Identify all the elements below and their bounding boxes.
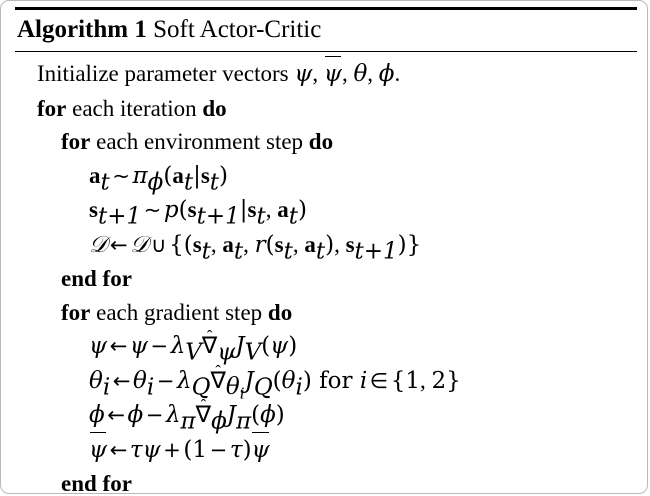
algorithm-line-buffer-update: 𝒟←𝒟∪{(st, at, r(st, at), st+1)} <box>89 231 422 264</box>
symbol-psi-bar: ψ <box>324 56 342 92</box>
algorithm-line-update-theta: θi←θi−λQ̂∇θiJQ(θi) for i∈{1, 2} <box>15 364 637 401</box>
symbol-theta: θ <box>353 61 368 87</box>
symbol-reward: r <box>254 231 266 258</box>
algorithm-title: Algorithm 1 Soft Actor-Critic <box>15 10 637 51</box>
keyword-end-for: end for <box>61 266 132 291</box>
symbol-nabla-hat: ̂∇ <box>195 402 212 428</box>
keyword-for: for <box>37 95 67 121</box>
symbol-phi: ϕ <box>378 61 395 87</box>
symbol-psi: ψ <box>294 61 313 87</box>
algorithm-line-update-psi-bar: ψ←τψ+(1−τ)ψ <box>15 431 637 468</box>
algorithm-line-sample-next-state: st+1∼p(st+1|st, at) <box>89 197 307 230</box>
algorithm-line-update-phi: ϕ←ϕ−λπ̂∇ϕJπ(ϕ) <box>15 398 637 433</box>
algorithm-line-init: Initialize parameter vectors ψ, ψ, θ, ϕ. <box>15 56 637 92</box>
algorithm-line-sample-action: at∼πϕ(at|st) <box>89 162 229 195</box>
algorithm-line-update-psi: ψ←ψ−λV̂∇ψJV(ψ) <box>15 329 637 364</box>
symbol-objective-jq: J <box>244 367 254 394</box>
algorithm-title-caption: Soft Actor-Critic <box>146 16 322 43</box>
symbol-lambda-v: λ <box>170 333 186 359</box>
algorithm-line-for-iteration: for each iteration do <box>15 92 637 126</box>
symbol-lambda-pi: λ <box>165 402 181 428</box>
symbol-pi: π <box>132 162 148 189</box>
algorithm-line-end-for-gradient-step: end for <box>15 467 637 494</box>
algorithm-title-rule <box>15 51 637 52</box>
symbol-psi-bar: ψ <box>89 431 107 468</box>
keyword-end-for: end for <box>61 471 132 494</box>
symbol-nabla-hat: ̂∇ <box>201 333 218 359</box>
algorithm-top-rule <box>15 7 637 10</box>
keyword-for: for <box>61 129 91 154</box>
each-iteration-text: each iteration <box>66 95 203 121</box>
symbol-state: s <box>89 197 98 222</box>
symbol-action: a <box>89 162 101 188</box>
symbol-tau: τ <box>129 436 143 463</box>
for-all-i-text: for <box>311 367 360 394</box>
keyword-do: do <box>202 95 227 121</box>
symbol-nabla-hat: ̂∇ <box>210 367 226 394</box>
keyword-for: for <box>61 299 91 325</box>
period: . <box>394 61 401 86</box>
symbol-objective-jpi: J <box>226 402 236 428</box>
algorithm-title-keyword: Algorithm 1 <box>17 16 147 43</box>
symbol-lambda-q: λ <box>177 367 192 394</box>
algorithm-line-end-for-env-step: end for <box>15 262 637 296</box>
keyword-do: do <box>267 299 293 325</box>
each-gradient-step-text: each gradient step <box>90 299 268 325</box>
keyword-do: do <box>308 129 334 154</box>
algorithm-line-for-gradient-step: for each gradient step do <box>15 296 637 330</box>
algorithm-float: Algorithm 1 Soft Actor-Critic Initialize… <box>15 7 637 494</box>
algorithm-line-for-env-step: for each environment step do <box>15 125 637 159</box>
symbol-transition-p: p <box>163 197 179 223</box>
each-environment-step-text: each environment step <box>90 129 309 154</box>
algorithm-body: Initialize parameter vectors ψ, ψ, θ, ϕ.… <box>15 52 637 494</box>
symbol-objective-jv: J <box>235 333 245 359</box>
initialize-text: Initialize parameter vectors <box>37 61 295 86</box>
symbol-replay-buffer: 𝒟 <box>89 231 108 258</box>
